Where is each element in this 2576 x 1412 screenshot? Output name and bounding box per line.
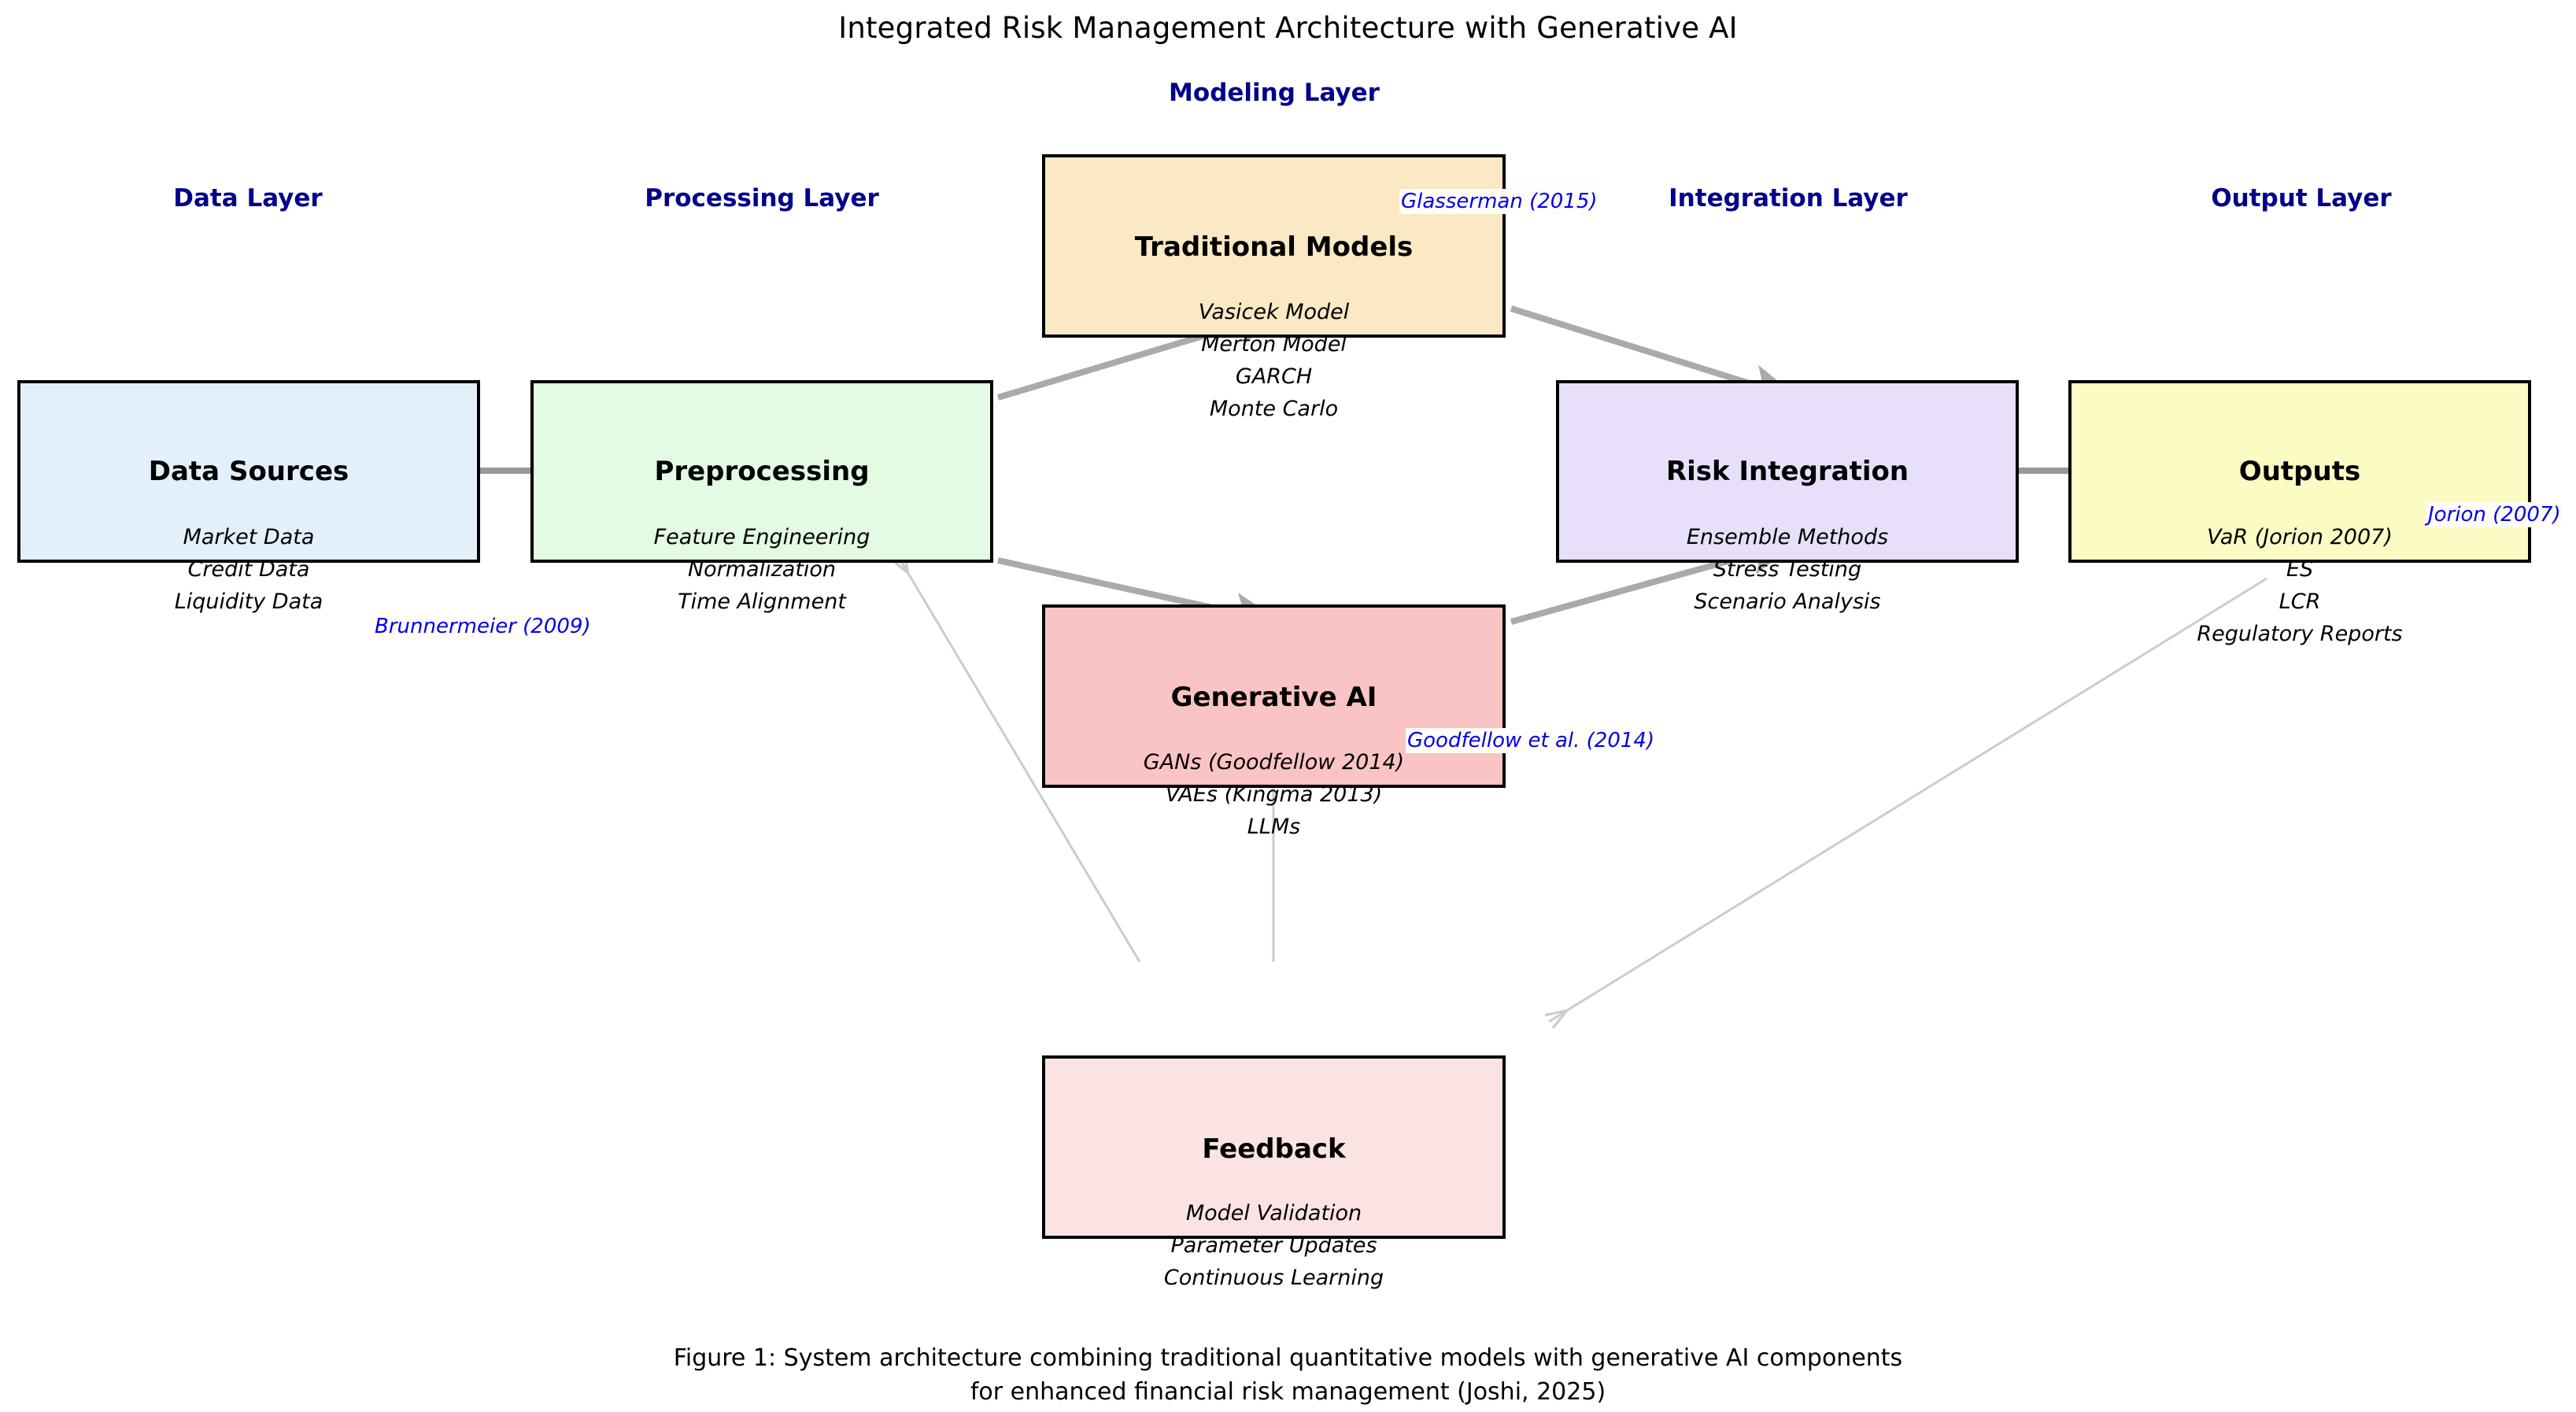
node-traditional-models[interactable] xyxy=(1042,154,1506,338)
layer-label-processing: Processing Layer xyxy=(645,184,879,213)
citation-jorion: Jorion (2007) xyxy=(2426,502,2563,527)
figure-caption-line2: for enhanced financial risk management (… xyxy=(970,1378,1606,1406)
list-item: Scenario Analysis xyxy=(1694,590,1881,615)
node-data-sources[interactable] xyxy=(17,380,480,563)
list-item: Time Alignment xyxy=(678,590,846,615)
list-item: Liquidity Data xyxy=(174,590,323,615)
node-outputs[interactable] xyxy=(2068,380,2531,563)
citation-goodfellow: Goodfellow et al. (2014) xyxy=(1406,728,1657,753)
figure-caption-line1: Figure 1: System architecture combining … xyxy=(673,1344,1903,1372)
layer-label-data: Data Layer xyxy=(173,184,323,213)
figure-title: Integrated Risk Management Architecture … xyxy=(838,11,1738,45)
list-item: LLMs xyxy=(1247,815,1301,840)
list-item: LCR xyxy=(2278,590,2321,615)
layer-label-integration: Integration Layer xyxy=(1669,184,1908,213)
node-preprocessing[interactable] xyxy=(530,380,993,563)
node-feedback[interactable] xyxy=(1042,1055,1506,1239)
arrow-outputs-to-feedback xyxy=(1549,577,2267,1022)
list-item: GARCH xyxy=(1235,364,1313,390)
node-generative-ai[interactable] xyxy=(1042,604,1506,788)
layer-label-output: Output Layer xyxy=(2211,184,2392,213)
list-item: Regulatory Reports xyxy=(2197,622,2403,647)
citation-brunnermeier: Brunnermeier (2009) xyxy=(373,614,593,639)
layer-label-modeling: Modeling Layer xyxy=(1169,79,1380,107)
node-risk-integration[interactable] xyxy=(1556,380,2019,563)
citation-glasserman: Glasserman (2015) xyxy=(1399,189,1599,214)
list-item: Continuous Learning xyxy=(1163,1266,1384,1291)
list-item: Monte Carlo xyxy=(1209,397,1339,422)
